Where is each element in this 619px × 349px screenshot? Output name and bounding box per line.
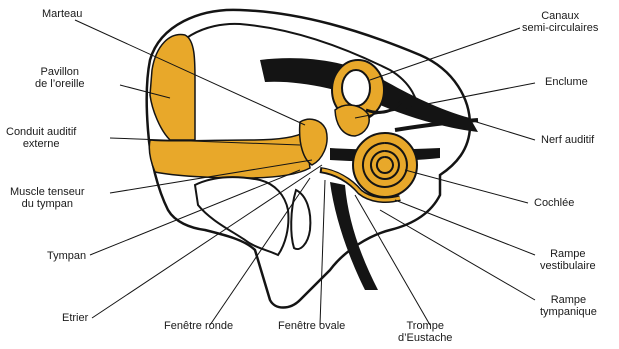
canal-loop-inner	[342, 70, 370, 106]
label-cochlee: Cochlée	[534, 197, 574, 209]
label-rampe-vestibulaire: Rampe vestibulaire	[540, 248, 596, 272]
label-etrier: Etrier	[62, 312, 88, 324]
label-rampe-tympanique: Rampe tympanique	[540, 294, 597, 318]
label-pavillon: Pavillon de l’oreille	[35, 66, 85, 90]
lower-bone	[195, 177, 288, 255]
leader-rampe-tymp	[380, 210, 535, 300]
label-canaux: Canaux semi-circulaires	[522, 10, 598, 34]
leader-rampe-vest	[395, 200, 535, 255]
label-nerf: Nerf auditif	[541, 134, 594, 146]
label-marteau: Marteau	[42, 8, 82, 20]
label-muscle: Muscle tenseur du tympan	[10, 186, 85, 210]
label-trompe: Trompe d’Eustache	[398, 320, 452, 344]
label-fenetre-ronde: Fenêtre ronde	[164, 320, 233, 332]
leader-nerf	[470, 120, 535, 140]
label-conduit: Conduit auditif externe	[6, 126, 76, 150]
label-tympan: Tympan	[47, 250, 86, 262]
label-enclume: Enclume	[545, 76, 588, 88]
label-fenetre-ovale: Fenêtre ovale	[278, 320, 345, 332]
